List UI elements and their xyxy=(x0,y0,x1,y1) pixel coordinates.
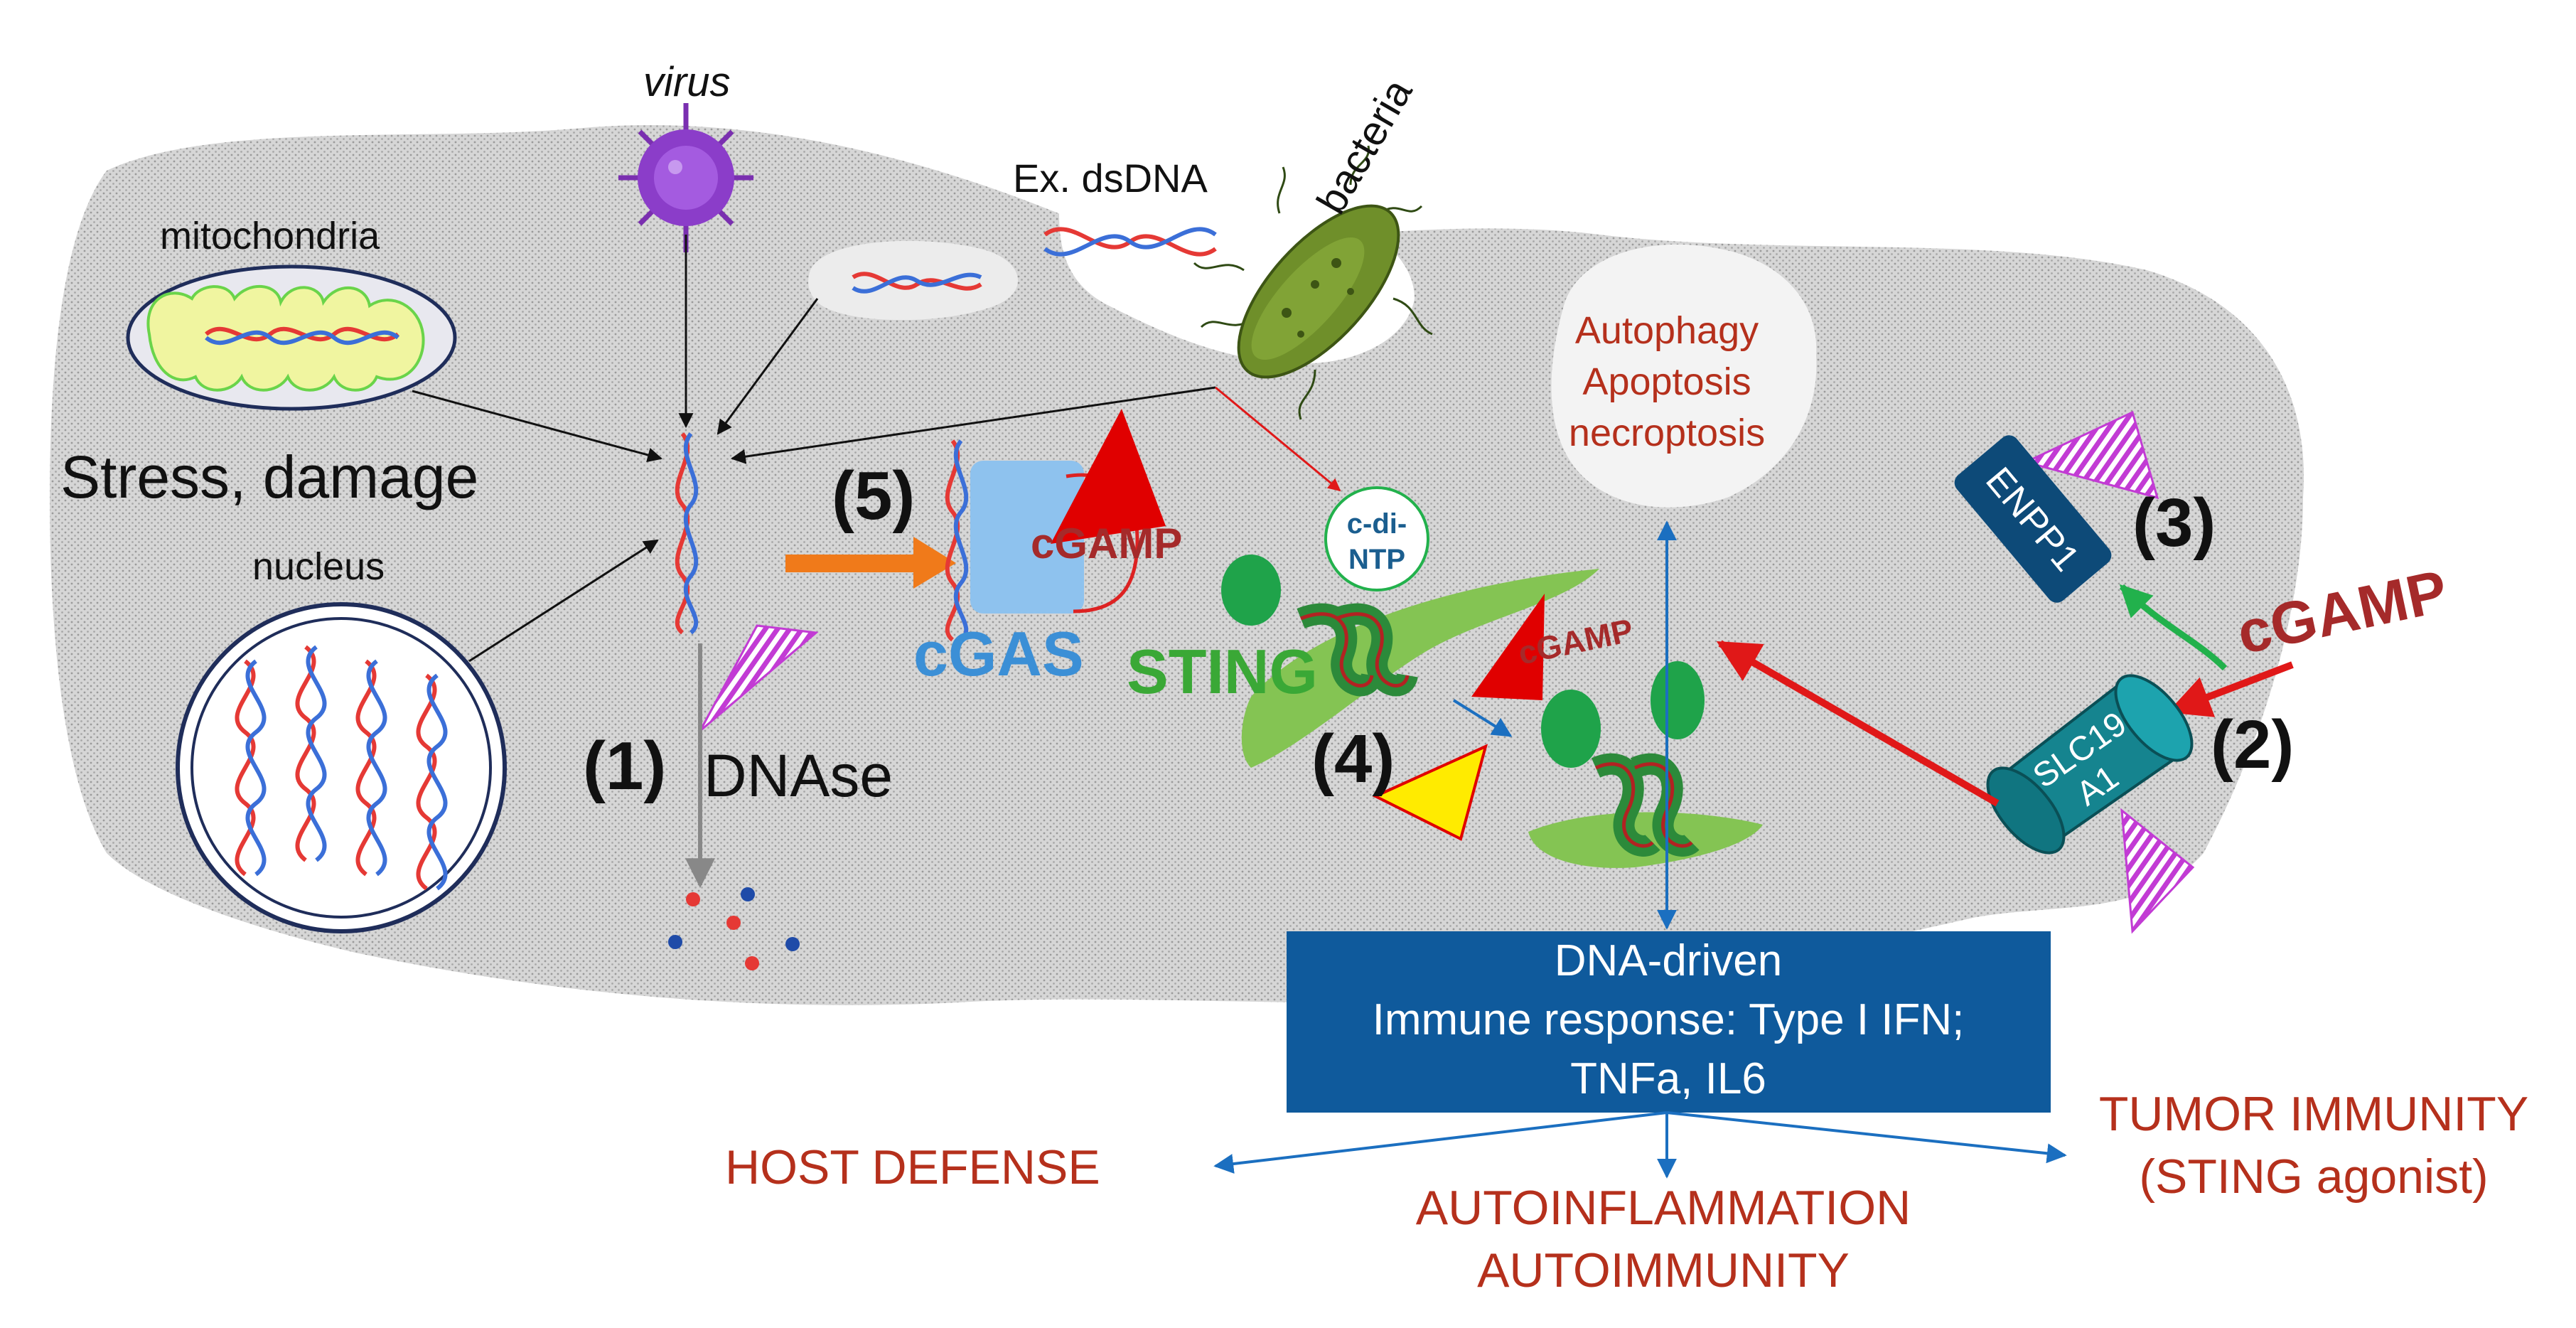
nucleotide-fragments xyxy=(668,887,800,970)
slc19a1-inhibitor-icon xyxy=(2120,808,2195,934)
autoimmunity-label: AUTOIMMUNITY xyxy=(1477,1243,1850,1297)
sting-label: STING xyxy=(1127,636,1318,707)
cgas-enzyme xyxy=(970,461,1084,614)
cgamp-to-sting-arrow xyxy=(1716,640,2000,807)
cgamp-hydrolysis-arrow xyxy=(2119,584,2228,671)
autophagy-region xyxy=(1551,244,1817,508)
bacteria-icon xyxy=(1193,145,1433,420)
extracellular-dsdna-icon xyxy=(1043,227,1217,257)
autophagy-label: Autophagy xyxy=(1575,309,1759,352)
cgamp-import-arrow xyxy=(2167,661,2294,717)
cgamp-product-wedge xyxy=(1051,409,1166,544)
ex-dsdna-label: Ex. dsDNA xyxy=(1013,156,1208,200)
cgamp-cgas-label: cGAMP xyxy=(1031,520,1182,567)
autoinflammation-label: AUTOINFLAMMATION xyxy=(1416,1181,1911,1235)
c-di-ntp-label-line2: NTP xyxy=(1348,544,1405,575)
vesicle-dsdna-icon xyxy=(852,272,982,294)
sting-translocation-arrow xyxy=(1452,699,1513,737)
cytosolic-dsdna-icon xyxy=(675,432,699,635)
bacteria-to-cdintp-arrow xyxy=(1215,386,1341,492)
tumor-immunity-label: TUMOR IMMUNITY xyxy=(2099,1087,2528,1141)
outcome-arrows xyxy=(1213,1111,2067,1179)
c-di-ntp-label-line1: c-di- xyxy=(1347,508,1407,540)
mitochondria-icon xyxy=(126,264,457,411)
response-line-2: Immune response: Type I IFN; xyxy=(1373,995,1965,1044)
sting-dimer-inactive xyxy=(1221,555,1599,768)
step-5-label: (5) xyxy=(832,458,915,534)
step-3-label: (3) xyxy=(2132,485,2216,561)
mitochondria-label: mitochondria xyxy=(160,215,380,257)
dnase-label: DNAse xyxy=(704,742,893,809)
sting-agonist-label: (STING agonist) xyxy=(2139,1150,2488,1204)
apoptosis-label: Apoptosis xyxy=(1582,360,1751,403)
step-1-label: (1) xyxy=(583,728,666,804)
nucleus-icon xyxy=(176,602,507,933)
step-2-label: (2) xyxy=(2211,707,2294,783)
virus-label: virus xyxy=(643,59,730,105)
cgamp-ligand-wedge xyxy=(1471,594,1545,700)
stress-damage-label: Stress, damage xyxy=(60,444,478,510)
response-line-1: DNA-driven xyxy=(1555,936,1782,985)
sting-dimer-active xyxy=(1528,661,1763,868)
c-di-ntp-circle xyxy=(1324,486,1429,591)
necroptosis-label: necroptosis xyxy=(1569,412,1765,454)
cgas-bound-dna xyxy=(945,439,969,642)
response-line-3: TNFa, IL6 xyxy=(1570,1054,1766,1103)
virus-icon xyxy=(618,103,753,252)
sting-inhibitor-icon xyxy=(1372,744,1488,841)
host-defense-label: HOST DEFENSE xyxy=(725,1140,1100,1194)
dna-source-arrows xyxy=(412,235,1216,663)
orange-activation-arrow xyxy=(785,537,956,589)
immune-response-box xyxy=(1287,931,2051,1113)
dnase-inhibitor-icon xyxy=(699,624,819,732)
enpp1-inhibitor-icon xyxy=(2022,410,2159,500)
nucleus-label: nucleus xyxy=(252,545,385,588)
step-4-label: (4) xyxy=(1311,721,1395,797)
bacteria-label: bacteria xyxy=(1308,71,1422,222)
cgas-label: cGAS xyxy=(913,619,1084,689)
